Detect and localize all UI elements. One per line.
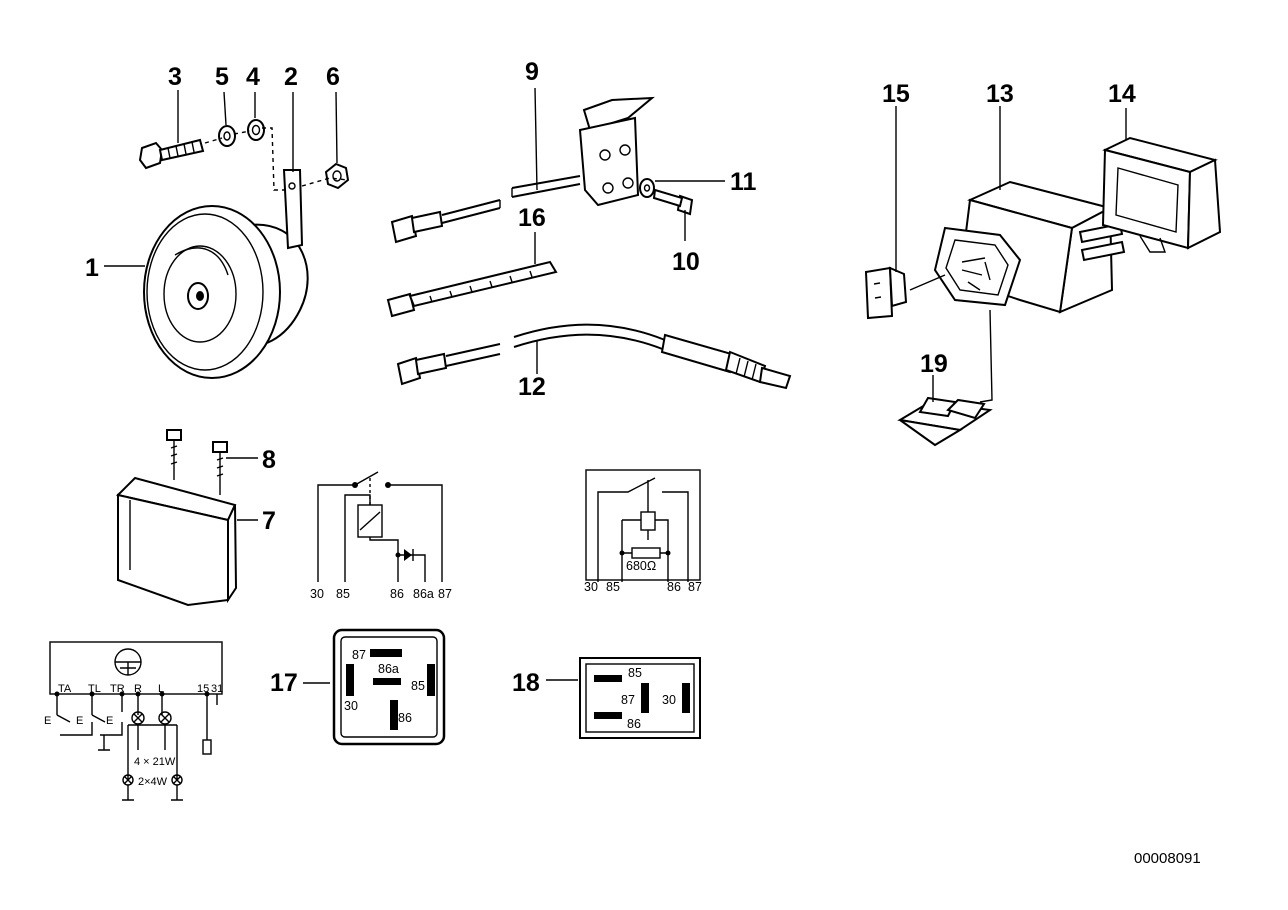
switch-label-3: E: [106, 715, 113, 727]
nut-6: [324, 162, 350, 190]
callout-7: 7: [262, 507, 276, 535]
relay-7: [116, 476, 238, 607]
terminal-TA: TA: [58, 683, 72, 695]
pin-85: 85: [411, 679, 425, 693]
callout-9: 9: [525, 58, 539, 86]
relay-base-17: 87 86a 85 30 86: [332, 628, 446, 746]
callout-11: 11: [730, 168, 757, 196]
horn-bracket: [282, 169, 304, 250]
terminal-TR: TR: [110, 683, 125, 695]
callout-17: 17: [270, 669, 298, 697]
callout-18: 18: [512, 669, 540, 697]
pin-87: 87: [621, 693, 635, 707]
pin-86: 86: [627, 717, 641, 731]
pin-30: 30: [344, 699, 358, 713]
document-number: 00008091: [1134, 850, 1201, 867]
callout-16: 16: [518, 204, 546, 232]
pin-86: 86: [398, 711, 412, 725]
terminal-87: 87: [438, 587, 452, 601]
callout-14: 14: [1108, 80, 1136, 108]
callout-8: 8: [262, 446, 276, 474]
resistor-label: 680Ω: [626, 559, 656, 573]
clip-19: [897, 396, 993, 447]
terminal-85: 85: [606, 580, 620, 594]
terminal-15: 15: [197, 683, 209, 695]
switch-label-1: E: [44, 715, 51, 727]
switch-9: [578, 96, 655, 207]
washer-4: [247, 119, 265, 141]
terminal-L: L: [158, 683, 164, 695]
switch-label-2: E: [76, 715, 83, 727]
relay-schematic-1: 30 85 86 86a 87: [310, 471, 452, 601]
callout-5: 5: [215, 63, 229, 91]
pin-87: 87: [352, 648, 366, 662]
callout-12: 12: [518, 373, 546, 401]
flasher-schematic: TA TL TR R L 15 31 E E E 4 × 21W 2×4W: [44, 641, 223, 801]
callout-1: 1: [85, 254, 99, 282]
pin-30: 30: [662, 693, 676, 707]
pin-86a: 86a: [378, 662, 399, 676]
screw-10: [652, 188, 694, 216]
callout-6: 6: [326, 63, 340, 91]
horn-assembly: [143, 169, 309, 379]
terminal-30: 30: [310, 587, 324, 601]
cover-14: [1101, 136, 1222, 253]
callout-3: 3: [168, 63, 182, 91]
cable-tie-16: [386, 260, 558, 318]
terminal-31: 31: [211, 683, 223, 695]
terminal-86a: 86a: [413, 587, 434, 601]
lamp-label-4x21w: 4 × 21W: [134, 756, 176, 768]
bolt-3: [138, 138, 205, 170]
pin-85: 85: [628, 666, 642, 680]
relay-base-18: 85 87 30 86: [579, 657, 701, 739]
terminal-R: R: [134, 683, 142, 695]
wire-12: [396, 323, 792, 390]
callout-19: 19: [920, 350, 948, 378]
terminal-30: 30: [584, 580, 598, 594]
terminal-87: 87: [688, 580, 702, 594]
washer-11: [639, 178, 655, 198]
callout-10: 10: [672, 248, 700, 276]
screws-8: [166, 429, 228, 495]
lamp-label-2x4w: 2×4W: [138, 776, 168, 788]
callout-13: 13: [986, 80, 1014, 108]
washer-5: [218, 125, 236, 147]
fuse-15: [864, 266, 908, 320]
callout-2: 2: [284, 63, 298, 91]
terminal-TL: TL: [88, 683, 101, 695]
callout-labels: 3 5 4 2 6 1 8 7 9 11 10 16 12 15 13 14 1…: [85, 58, 1136, 697]
callout-4: 4: [246, 63, 260, 91]
terminal-86: 86: [390, 587, 404, 601]
switch-wire: [390, 175, 581, 244]
terminal-86: 86: [667, 580, 681, 594]
callout-15: 15: [882, 80, 910, 108]
relay-schematic-2: 680Ω 30 85 86 87: [584, 469, 702, 594]
horn-outer-rim: [143, 205, 281, 379]
relay-socket: [933, 226, 1022, 307]
leader-lines: [104, 87, 1127, 521]
terminal-85: 85: [336, 587, 350, 601]
